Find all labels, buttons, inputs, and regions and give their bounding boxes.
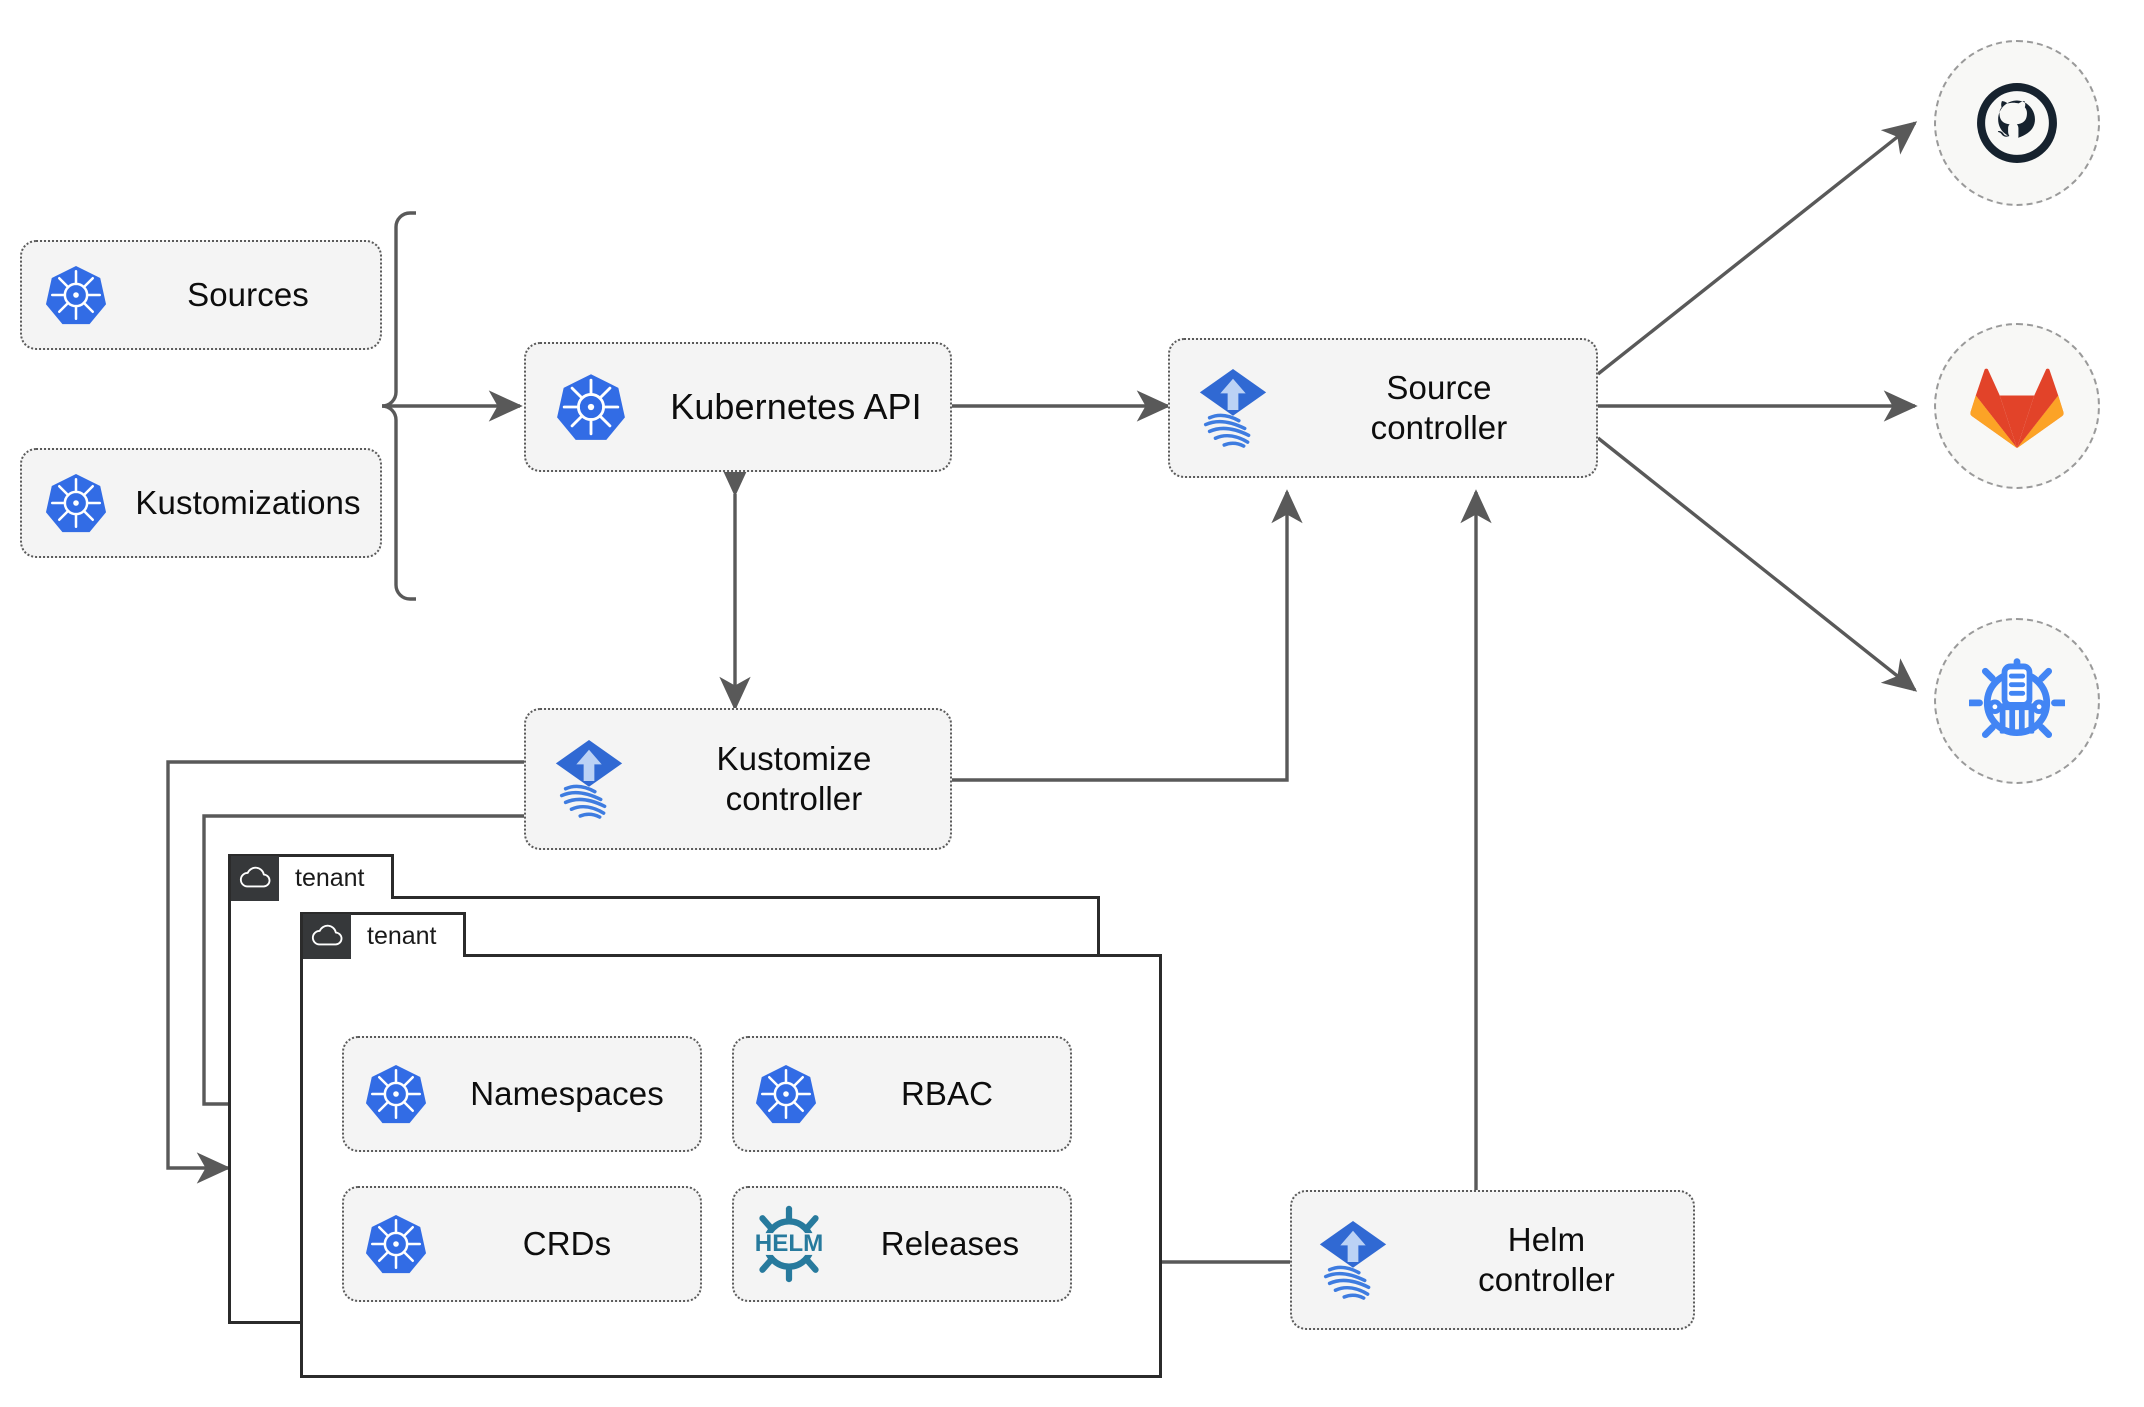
kubernetes-icon bbox=[344, 1063, 448, 1125]
resource-crds-label: CRDs bbox=[522, 1224, 612, 1262]
wire-source-to-helm-repository bbox=[1596, 436, 1918, 692]
resource-namespaces-label: Namespaces bbox=[470, 1074, 664, 1112]
resource-namespaces[interactable]: Namespaces bbox=[342, 1036, 702, 1152]
node-kubernetes-api-label: Kubernetes API bbox=[670, 386, 922, 428]
tenant-outer-tab: tenant bbox=[228, 854, 394, 901]
cloud-icon bbox=[231, 855, 279, 901]
node-kustomize-controller[interactable]: Kustomize controller bbox=[524, 708, 952, 850]
node-kustomize-controller-label: Kustomize controller bbox=[716, 739, 872, 817]
wire-kustomize-to-source bbox=[952, 489, 1303, 782]
github-icon bbox=[1977, 83, 2057, 163]
provider-github[interactable] bbox=[1934, 40, 2100, 206]
kubernetes-icon bbox=[22, 472, 130, 534]
cloud-icon bbox=[303, 913, 351, 959]
node-source-controller[interactable]: Source controller bbox=[1168, 338, 1598, 478]
tenant-outer-label: tenant bbox=[295, 863, 365, 892]
kubernetes-icon bbox=[344, 1213, 448, 1275]
node-source-controller-label: Source controller bbox=[1370, 368, 1508, 446]
helm-icon: HELM bbox=[734, 1205, 844, 1283]
flux-icon bbox=[526, 738, 652, 820]
tenant-box-inner[interactable]: tenant bbox=[300, 912, 1162, 1378]
kubernetes-icon bbox=[734, 1063, 838, 1125]
kubernetes-icon bbox=[22, 264, 130, 326]
resource-crds[interactable]: CRDs bbox=[342, 1186, 702, 1302]
node-helm-controller[interactable]: Helm controller bbox=[1290, 1190, 1695, 1330]
crd-node-sources[interactable]: Sources bbox=[20, 240, 382, 350]
helm-wordmark: HELM bbox=[755, 1230, 823, 1257]
flux-icon bbox=[1170, 367, 1296, 449]
crd-group-brace bbox=[381, 211, 416, 601]
helm-chart-repository-icon bbox=[1969, 658, 2065, 738]
provider-helm-repository[interactable] bbox=[1934, 618, 2100, 784]
resource-releases-label: Releases bbox=[880, 1224, 1020, 1262]
flux-icon bbox=[1292, 1219, 1414, 1301]
crd-node-sources-label: Sources bbox=[187, 275, 309, 313]
crd-node-kustomizations[interactable]: Kustomizations bbox=[20, 448, 382, 558]
resource-rbac[interactable]: RBAC bbox=[732, 1036, 1072, 1152]
resource-releases[interactable]: HELM Releases bbox=[732, 1186, 1072, 1302]
crd-node-kustomizations-label: Kustomizations bbox=[135, 483, 361, 521]
provider-gitlab[interactable] bbox=[1934, 323, 2100, 489]
wire-source-to-github bbox=[1596, 121, 1918, 376]
tenant-inner-label: tenant bbox=[367, 921, 437, 950]
resource-rbac-label: RBAC bbox=[900, 1074, 994, 1112]
node-helm-controller-label: Helm controller bbox=[1478, 1220, 1615, 1298]
kubernetes-icon bbox=[526, 372, 656, 442]
gitlab-icon bbox=[1970, 368, 2064, 449]
node-kubernetes-api[interactable]: Kubernetes API bbox=[524, 342, 952, 472]
tenant-inner-tab: tenant bbox=[300, 912, 466, 959]
